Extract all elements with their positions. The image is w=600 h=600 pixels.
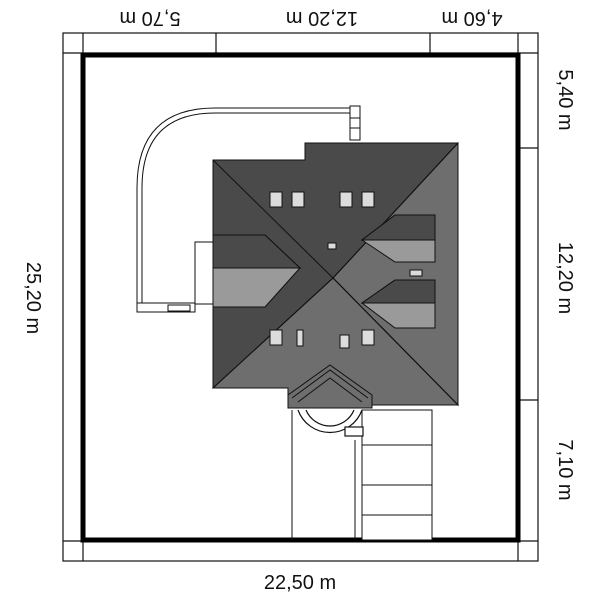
- dimension-labels: 5,70 m 12,20 m 4,60 m 22,50 m 25,20 m 5,…: [22, 7, 576, 594]
- right-dim-top: 5,40 m: [554, 69, 576, 130]
- top-dim-right: 4,60 m: [441, 7, 502, 29]
- right-dim-middle: 12,20 m: [554, 242, 576, 314]
- entrance-gable: [287, 364, 373, 409]
- bottom-dim: 22,50 m: [264, 572, 336, 594]
- top-dim-left: 5,70 m: [119, 7, 180, 29]
- entrance-arch: [297, 409, 364, 437]
- driveway: [136, 105, 433, 541]
- right-dim-bottom: 7,10 m: [554, 439, 576, 500]
- plot-border: [80, 52, 521, 543]
- roof-windows: [269, 191, 423, 349]
- left-dim: 25,20 m: [22, 262, 44, 334]
- top-dim-middle: 12,20 m: [286, 7, 358, 29]
